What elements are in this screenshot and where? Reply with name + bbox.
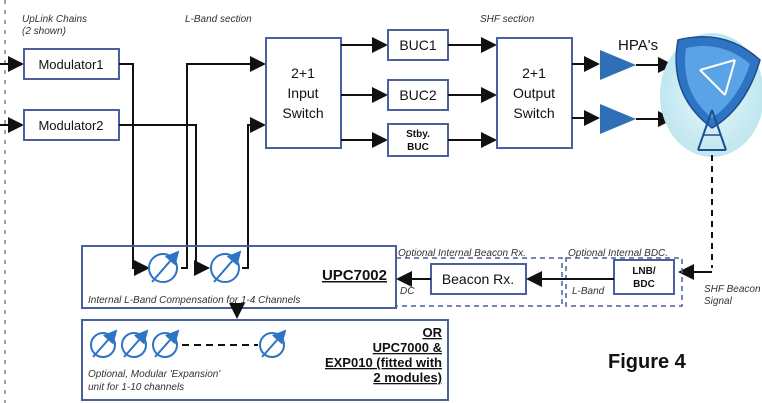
attenuator-icon-2: [210, 250, 242, 283]
opt-bdc-note: Optional Internal BDC.: [568, 248, 668, 259]
internal-comp-note: Internal L-Band Compensation for 1-4 Cha…: [88, 295, 300, 306]
modulator1-label: Modulator1: [38, 57, 103, 72]
or-line3: EXP010 (fitted with: [325, 355, 442, 370]
attenuator-icon-1: [148, 250, 180, 283]
expansion-note-line1: Optional, Modular 'Expansion': [88, 369, 221, 380]
dc-label: DC: [400, 286, 415, 297]
input-switch-box: [265, 37, 342, 149]
output-switch-line3: Switch: [513, 105, 554, 121]
upc7002-title: UPC7002: [322, 267, 387, 284]
lnb-bdc-box: [613, 259, 675, 295]
lnb-bdc-line1: LNB/: [632, 266, 656, 277]
or-line2: UPC7000 &: [373, 340, 442, 355]
opt-beacon-dashed-box: [395, 257, 563, 307]
path-comp1-to-switch: [181, 56, 266, 269]
header-shf: SHF section: [480, 14, 535, 25]
buc2-box: [387, 79, 449, 111]
or-line1: OR: [423, 325, 443, 340]
path-mod1-to-comp1: [119, 63, 150, 276]
shf-beacon-line2: Signal: [704, 296, 733, 307]
hpas-label: HPA's: [618, 37, 658, 54]
attenuator-icon-4: [121, 329, 149, 358]
lband-label: L-Band: [572, 286, 605, 297]
modulator2-label: Modulator2: [38, 118, 103, 133]
beacon-rx-label: Beacon Rx.: [442, 271, 514, 287]
opt-beacon-note: Optional Internal Beacon Rx.: [398, 248, 526, 259]
output-switch-line1: 2+1: [522, 65, 546, 81]
lnb-bdc-line2: BDC: [633, 279, 655, 290]
stby-buc-line1: Stby.: [406, 129, 430, 140]
path-comp2-to-switch: [242, 117, 266, 269]
input-switch-line1: 2+1: [291, 65, 315, 81]
modulator1-box: [23, 48, 120, 80]
buc1-box: [387, 29, 449, 61]
or-line4: 2 modules): [373, 370, 442, 385]
stby-buc-line2: BUC: [407, 142, 429, 153]
input-switch-line2: Input: [287, 85, 318, 101]
output-switch-box: [496, 37, 573, 149]
attenuator-icon-6: [259, 329, 287, 358]
path-mod2-to-comp2: [119, 124, 210, 276]
figure-label: Figure 4: [608, 351, 687, 373]
buc2-label: BUC2: [399, 87, 437, 103]
expansion-box: [81, 319, 449, 401]
output-switch-line2: Output: [513, 85, 555, 101]
hpa2-triangle: [600, 104, 636, 134]
shf-beacon-line1: SHF Beacon: [704, 284, 761, 295]
attenuator-icon-5: [152, 329, 180, 358]
input-switch-line3: Switch: [282, 105, 323, 121]
buc1-label: BUC1: [399, 37, 437, 53]
expansion-note-line2: unit for 1-10 channels: [88, 382, 184, 393]
header-uplink-line2: (2 shown): [22, 26, 66, 37]
opt-bdc-dashed-box: [565, 257, 683, 307]
hpa1-triangle: [600, 50, 636, 80]
header-uplink-line1: UpLink Chains: [22, 14, 87, 25]
header-lband: L-Band section: [185, 14, 252, 25]
satellite-dish-icon: [660, 33, 762, 157]
attenuator-icon-3: [90, 329, 118, 358]
